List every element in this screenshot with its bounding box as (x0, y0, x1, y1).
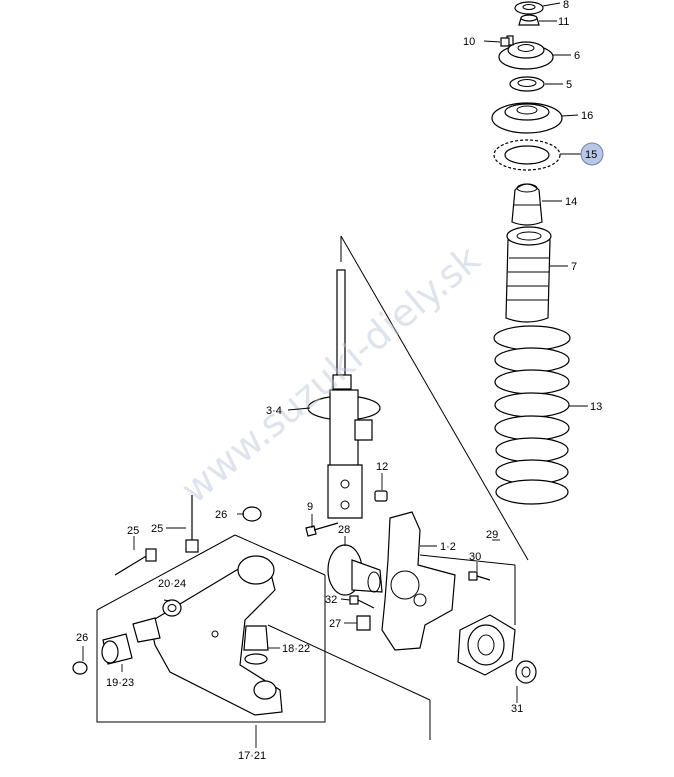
leader-lines (82, 2, 588, 748)
hub-bearing-part-29[interactable] (457, 614, 516, 676)
callout-3-4[interactable]: 3·4 (266, 405, 282, 417)
nut-part-27[interactable] (356, 615, 371, 631)
shock-absorber-part-3-4[interactable] (307, 269, 381, 519)
bushing-part-19-23[interactable] (101, 617, 161, 665)
callout-5[interactable]: 5 (566, 79, 572, 91)
dust-boot-part-7[interactable] (505, 226, 552, 323)
callout-31[interactable]: 31 (511, 703, 523, 715)
bolt-part-10[interactable] (500, 37, 510, 47)
bushing-part-20-24[interactable] (162, 599, 182, 617)
callout-16[interactable]: 16 (581, 110, 593, 122)
callout-13[interactable]: 13 (590, 401, 602, 413)
nut-part-26-bottom[interactable] (72, 661, 88, 675)
nut-part-12[interactable] (374, 490, 388, 502)
callout-labels: 8 11 10 6 5 16 15 14 7 13 3·4 12 9 26 25… (76, 0, 604, 762)
callout-1-2[interactable]: 1·2 (440, 541, 456, 553)
callout-9[interactable]: 9 (307, 501, 313, 513)
callout-12[interactable]: 12 (376, 461, 388, 473)
spring-insulator-part-15[interactable] (493, 139, 561, 171)
callout-32[interactable]: 32 (325, 594, 337, 606)
lower-control-arm-part-17-21[interactable] (149, 555, 283, 716)
callout-19-23[interactable]: 19·23 (106, 677, 134, 689)
spring-seat-part-16[interactable] (491, 102, 563, 134)
nut-part-26-top[interactable] (242, 506, 262, 522)
bolt-part-9[interactable] (305, 522, 339, 537)
callout-20-24[interactable]: 20·24 (158, 578, 186, 590)
strut-mount-part-6[interactable] (498, 35, 554, 70)
assembly-frame-lines (96, 235, 529, 740)
bearing-part-5[interactable] (509, 76, 545, 92)
callout-17-21[interactable]: 17·21 (238, 750, 266, 762)
callout-26-top[interactable]: 26 (215, 509, 227, 521)
coil-spring-part-13[interactable] (493, 325, 571, 505)
bolt-part-30[interactable] (468, 571, 491, 581)
nut-part-31[interactable] (515, 660, 537, 684)
callout-25-top[interactable]: 25 (151, 523, 163, 535)
steering-knuckle-part-1-2[interactable] (381, 511, 456, 651)
drive-shaft-end-part-28[interactable] (327, 544, 383, 596)
callout-15-highlighted[interactable]: 15 (580, 142, 604, 166)
bolt-part-32[interactable] (349, 595, 375, 609)
bolt-part-25-long[interactable] (185, 495, 199, 553)
ball-joint-part-18-22[interactable] (243, 625, 277, 700)
callout-30[interactable]: 30 (469, 551, 481, 563)
bolt-part-25-short[interactable] (114, 548, 157, 576)
callout-18-22[interactable]: 18·22 (282, 643, 310, 655)
callout-14[interactable]: 14 (565, 196, 577, 208)
callout-27[interactable]: 27 (329, 618, 341, 630)
callout-7[interactable]: 7 (571, 261, 577, 273)
callout-26-bottom[interactable]: 26 (76, 632, 88, 644)
bump-stop-part-14[interactable] (511, 183, 543, 226)
callout-28[interactable]: 28 (338, 524, 350, 536)
callout-11[interactable]: 11 (558, 16, 569, 28)
callout-8[interactable]: 8 (563, 0, 569, 11)
callout-10[interactable]: 10 (463, 36, 475, 48)
callout-6[interactable]: 6 (574, 50, 580, 62)
nut-part-8[interactable] (514, 1, 544, 15)
callout-15[interactable]: 15 (585, 149, 597, 161)
callout-25-left[interactable]: 25 (127, 525, 139, 537)
nut-part-11[interactable] (518, 14, 540, 26)
callout-29[interactable]: 29 (486, 529, 498, 541)
